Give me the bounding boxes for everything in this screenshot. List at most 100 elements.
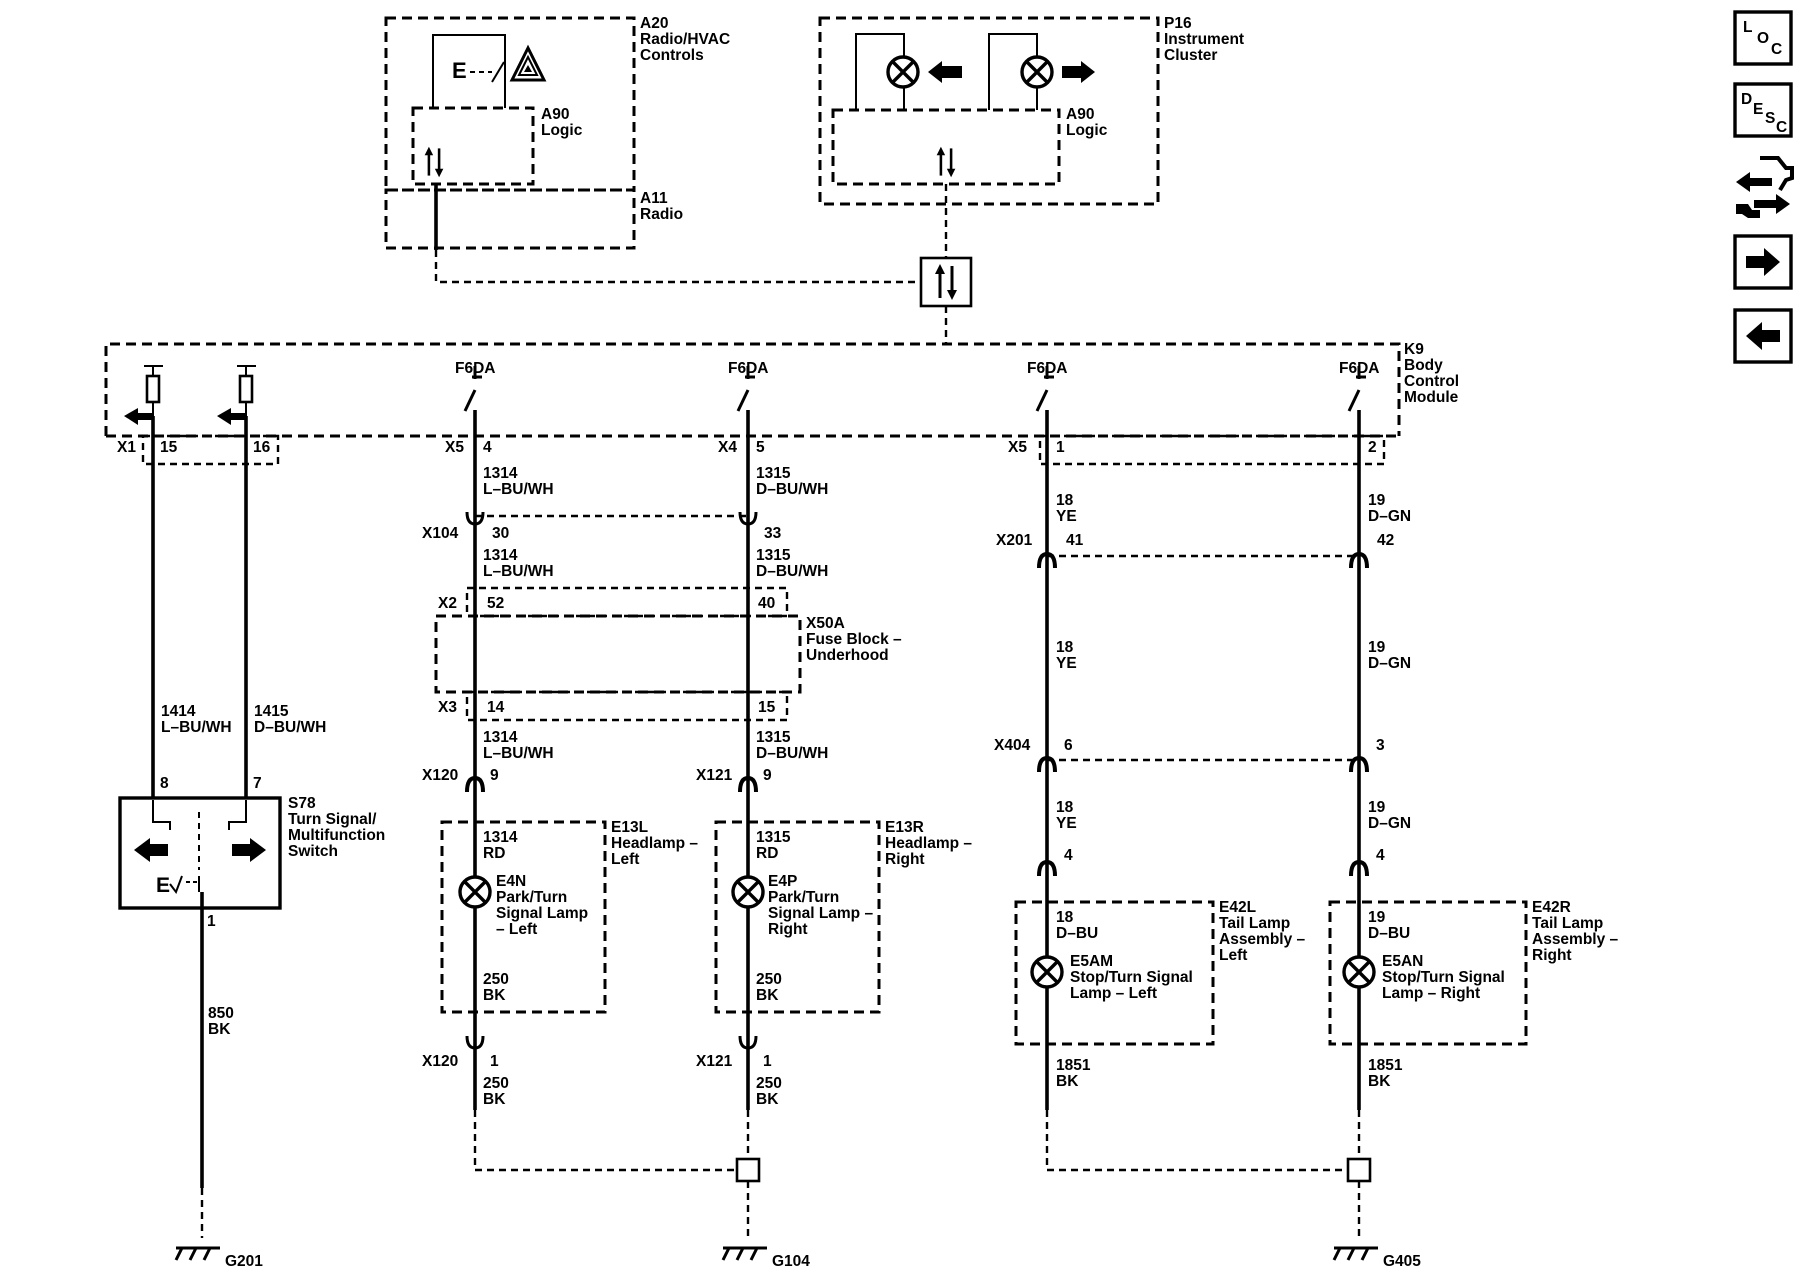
wire-19-num-4: 19 bbox=[1368, 909, 1386, 926]
pin-4: 4 bbox=[483, 439, 492, 456]
connector-repair-button[interactable] bbox=[1736, 156, 1794, 218]
hazard-switch-e-label: E bbox=[156, 874, 170, 897]
pin-7: 7 bbox=[253, 775, 262, 792]
e13r-ref: E13R bbox=[885, 819, 924, 836]
e4n-l1: Park/Turn bbox=[496, 889, 567, 906]
conn-x104: X104 bbox=[422, 525, 459, 542]
a90-left-ref: A90 bbox=[541, 106, 569, 123]
conn-x121-b: X121 bbox=[696, 1053, 733, 1070]
hazard-switch-e-label: E bbox=[452, 58, 467, 83]
wire-rd-l: RD bbox=[483, 845, 505, 862]
e4p-l3: Right bbox=[768, 921, 808, 938]
wire-1851-color-r: BK bbox=[1368, 1073, 1391, 1090]
location-button[interactable]: L O C bbox=[1733, 10, 1793, 66]
k9-name3: Module bbox=[1404, 389, 1459, 406]
wire-1314-num-4: 1314 bbox=[483, 829, 518, 846]
next-button[interactable] bbox=[1733, 234, 1793, 290]
pin-1-s78: 1 bbox=[207, 913, 216, 930]
pin-15: 15 bbox=[160, 439, 178, 456]
wire-18-num-2: 18 bbox=[1056, 639, 1074, 656]
a11-name: Radio bbox=[640, 206, 683, 223]
pin-4-tr: 4 bbox=[1376, 847, 1385, 864]
wire-850-color: BK bbox=[208, 1021, 231, 1038]
wire-1315-color-2: D–BU/WH bbox=[756, 563, 828, 580]
wire-1314-color: L–BU/WH bbox=[483, 481, 554, 498]
conn-x5-b: X5 bbox=[1008, 439, 1027, 456]
e4n-l2: Signal Lamp bbox=[496, 905, 588, 922]
wire-250-color-r2: BK bbox=[756, 1091, 779, 1108]
desc-d: D bbox=[1741, 91, 1752, 108]
k9-name1: Body bbox=[1404, 357, 1443, 374]
wire-dbu-r: D–BU bbox=[1368, 925, 1410, 942]
e13l-name2: Left bbox=[611, 851, 639, 868]
s78-ref: S78 bbox=[288, 795, 316, 812]
e13l-headlamp-left bbox=[440, 820, 607, 1014]
wire-19-num: 19 bbox=[1368, 492, 1386, 509]
conn-x120-b: X120 bbox=[422, 1053, 458, 1070]
back-button[interactable] bbox=[1733, 308, 1793, 364]
e4p-l2: Signal Lamp – bbox=[768, 905, 873, 922]
wire-1315-num-3: 1315 bbox=[756, 729, 791, 746]
right-arrow-icon bbox=[1062, 61, 1095, 83]
e5am-l1: Stop/Turn Signal bbox=[1070, 969, 1193, 986]
e5an-l1: Stop/Turn Signal bbox=[1382, 969, 1505, 986]
wire-1314-color-3: L–BU/WH bbox=[483, 745, 554, 762]
e4n-lamp-icon bbox=[458, 875, 492, 909]
conn-x3: X3 bbox=[438, 699, 457, 716]
wire-1315-num-4: 1315 bbox=[756, 829, 791, 846]
left-arrow-icon bbox=[928, 61, 962, 83]
a90-right-name: Logic bbox=[1066, 122, 1108, 139]
x50a-name2: Underhood bbox=[806, 647, 889, 664]
e13l-ref: E13L bbox=[611, 819, 648, 836]
wire-dbu-l: D–BU bbox=[1056, 925, 1098, 942]
loc-l: L bbox=[1743, 19, 1752, 36]
description-button[interactable]: D E S C bbox=[1733, 82, 1793, 138]
wire-1315-num-2: 1315 bbox=[756, 547, 791, 564]
fuse-label-4: F6DA bbox=[1339, 360, 1379, 377]
wire-19-num-2: 19 bbox=[1368, 639, 1386, 656]
e42r-name3: Right bbox=[1532, 947, 1572, 964]
pin-1-l: 1 bbox=[490, 1053, 499, 1070]
pin-1-r: 1 bbox=[763, 1053, 772, 1070]
e42l-tail-lamp-left bbox=[1014, 900, 1215, 1046]
e4p-l1: Park/Turn bbox=[768, 889, 839, 906]
serial-data-gateway bbox=[919, 256, 973, 308]
e42l-name3: Left bbox=[1219, 947, 1247, 964]
pin-42: 42 bbox=[1377, 532, 1394, 549]
wire-1851-num-r: 1851 bbox=[1368, 1057, 1403, 1074]
e5an-lamp-icon bbox=[1342, 955, 1376, 989]
hazard-triangle-icon bbox=[509, 44, 547, 82]
connector-wrench-icon bbox=[1736, 156, 1794, 218]
wire-1314-num: 1314 bbox=[483, 465, 518, 482]
wire-1314-color-2: L–BU/WH bbox=[483, 563, 554, 580]
k9-ref: K9 bbox=[1404, 341, 1424, 358]
serial-data-arrows-icon bbox=[423, 145, 445, 179]
e5am-lamp-icon bbox=[1030, 955, 1064, 989]
bcm-input-2 bbox=[217, 365, 256, 425]
p16-name: Instrument bbox=[1164, 31, 1244, 48]
right-turn-indicator-icon bbox=[1020, 55, 1054, 89]
e5an-l2: Lamp – Right bbox=[1382, 985, 1480, 1002]
a20-ref: A20 bbox=[640, 15, 668, 32]
a11-ref: A11 bbox=[640, 190, 668, 207]
e5an-ref: E5AN bbox=[1382, 953, 1423, 970]
pin-6: 6 bbox=[1064, 737, 1073, 754]
pin-41: 41 bbox=[1066, 532, 1084, 549]
ground-g201: G201 bbox=[225, 1253, 263, 1270]
right-arrow-icon bbox=[1746, 248, 1780, 276]
e42r-name2: Assembly – bbox=[1532, 931, 1619, 948]
wire-1415-num: 1415 bbox=[254, 703, 289, 720]
wire-ye-3: YE bbox=[1056, 815, 1077, 832]
conn-x121: X121 bbox=[696, 767, 733, 784]
conn-x4: X4 bbox=[718, 439, 737, 456]
pin-9-r: 9 bbox=[763, 767, 772, 784]
conn-x2: X2 bbox=[438, 595, 457, 612]
loc-o: O bbox=[1757, 30, 1769, 47]
desc-c: C bbox=[1776, 119, 1787, 136]
conn-x1: X1 bbox=[117, 439, 136, 456]
e13r-name1: Headlamp – bbox=[885, 835, 972, 852]
conn-x5-a: X5 bbox=[445, 439, 464, 456]
k9-body-control-module: K9 Body Control Module bbox=[104, 341, 1459, 438]
pin-5: 5 bbox=[756, 439, 765, 456]
a90-right-ref: A90 bbox=[1066, 106, 1094, 123]
